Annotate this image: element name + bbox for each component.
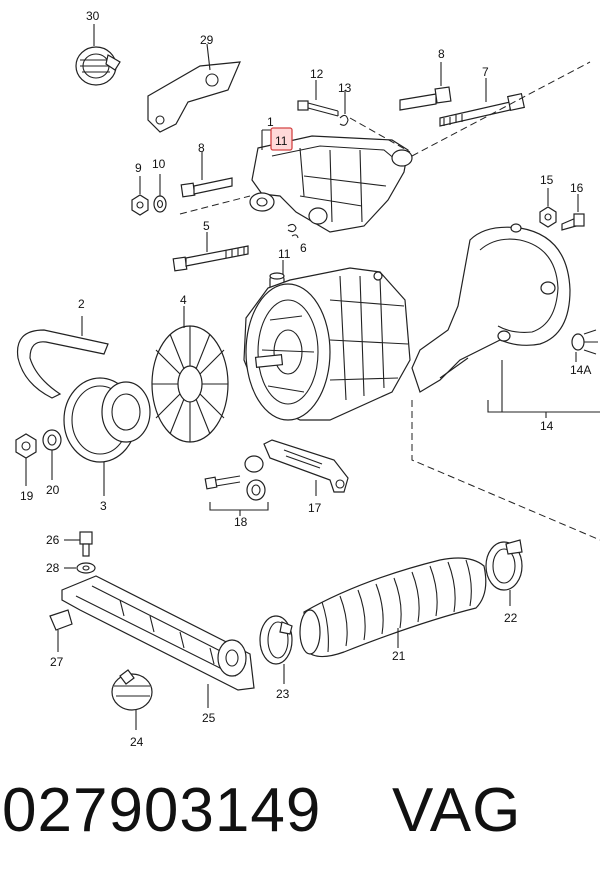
part-29-bracket	[147, 43, 241, 133]
part-9-nut	[131, 176, 149, 216]
part-18-bolt-set	[204, 455, 269, 516]
label-24: 24	[130, 735, 144, 749]
part-26-bolt	[64, 531, 93, 557]
brand-name: VAG	[392, 776, 522, 845]
part-13-clip	[339, 90, 349, 126]
part-21-hose	[299, 557, 487, 658]
label-21: 21	[392, 649, 406, 663]
part-22-clamp	[485, 539, 523, 606]
part-16-bolt	[561, 194, 585, 231]
part-8-bolt-top	[399, 62, 452, 111]
part-labels: 30 29 8 7 12 13 1 11 8 9 10 15 16 5 6 11…	[20, 9, 591, 749]
label-16: 16	[570, 181, 584, 195]
part-4-fan	[151, 306, 229, 443]
label-6: 6	[300, 241, 307, 255]
label-25: 25	[202, 711, 216, 725]
label-10: 10	[152, 157, 166, 171]
label-28: 28	[46, 561, 60, 575]
part-10-washer	[153, 174, 167, 213]
label-2: 2	[78, 297, 85, 311]
part-27-clip	[49, 609, 73, 652]
alternator	[243, 267, 411, 421]
label-14a: 14A	[570, 363, 591, 377]
label-17: 17	[308, 501, 322, 515]
part-2-v-belt	[16, 316, 109, 399]
part-number: 027903149	[2, 776, 322, 845]
part-3-pulley	[63, 377, 151, 496]
part-1-bracket	[249, 129, 413, 233]
assembly-line-4	[411, 400, 600, 541]
label-13: 13	[338, 81, 352, 95]
label-8-middle: 8	[198, 141, 205, 155]
part-23-clamp	[259, 615, 293, 684]
label-1: 1	[267, 115, 274, 129]
label-8-top: 8	[438, 47, 445, 61]
label-18: 18	[234, 515, 248, 529]
part-5-long-bolt	[172, 232, 249, 272]
part-28-washer	[64, 562, 96, 574]
label-4: 4	[180, 293, 187, 307]
label-11-highlighted: 11	[275, 134, 288, 148]
label-12: 12	[310, 67, 324, 81]
part-15-nut	[539, 188, 557, 228]
label-7: 7	[482, 65, 489, 79]
part-25-rail	[61, 575, 255, 708]
part-14a-connector	[571, 329, 598, 362]
label-14: 14	[540, 419, 554, 433]
label-26: 26	[46, 533, 60, 547]
assembly-line-2	[349, 117, 411, 153]
part-7-long-bolt	[439, 78, 526, 127]
part-30-clamp	[75, 24, 121, 86]
part-6-clip	[287, 223, 299, 239]
label-29: 29	[200, 33, 214, 47]
assembly-line-3	[179, 195, 251, 215]
label-11-lower: 11	[278, 247, 291, 261]
part-8-bolt-middle	[180, 152, 233, 198]
part-14-duct	[411, 223, 600, 418]
assembly-line-1	[411, 61, 591, 157]
part-17-bracket	[263, 439, 349, 496]
label-22: 22	[504, 611, 518, 625]
part-12-bolt	[297, 80, 339, 117]
label-15: 15	[540, 173, 554, 187]
label-19: 19	[20, 489, 34, 503]
label-5: 5	[203, 219, 210, 233]
label-23: 23	[276, 687, 290, 701]
footer: 027903149 VAG	[0, 780, 600, 870]
label-20: 20	[46, 483, 60, 497]
label-27: 27	[50, 655, 64, 669]
part-20-washer	[42, 429, 62, 480]
part-19-nut	[15, 433, 37, 486]
label-9: 9	[135, 161, 142, 175]
part-11-highlight	[270, 127, 293, 151]
part-24-clamp	[111, 669, 153, 730]
label-3: 3	[100, 499, 107, 513]
label-30: 30	[86, 9, 100, 23]
